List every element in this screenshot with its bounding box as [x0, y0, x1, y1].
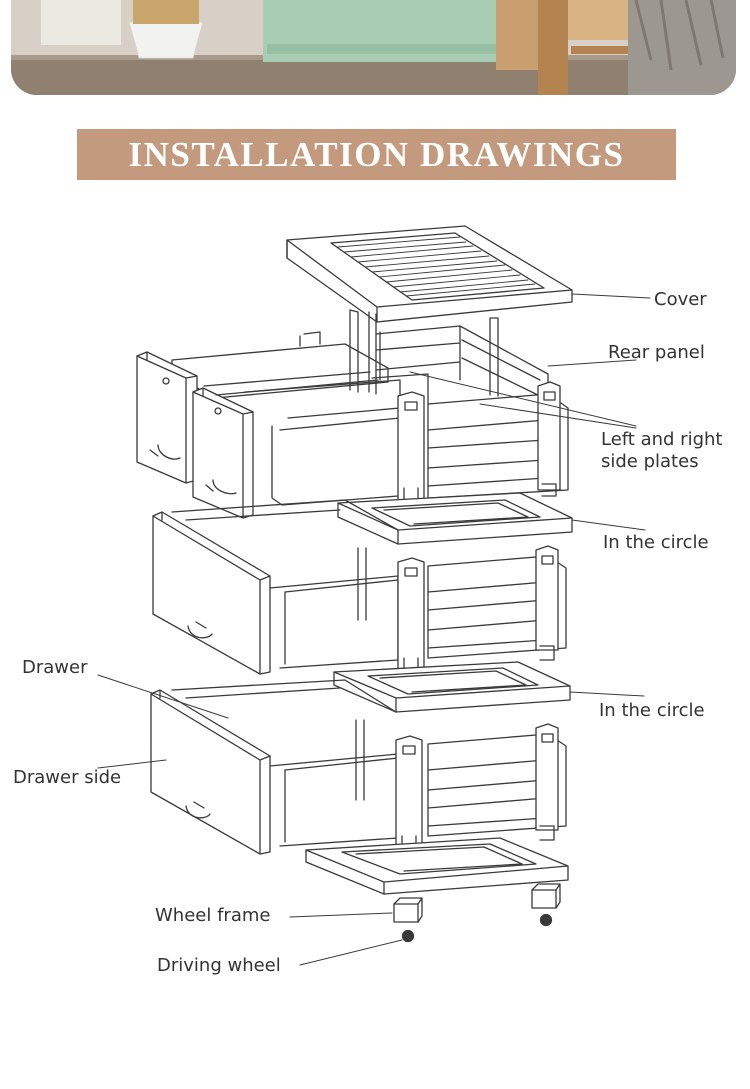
label-drawer: Drawer — [22, 657, 88, 678]
small-drawer-fronts — [136, 351, 379, 519]
rear-panel-part — [375, 325, 549, 397]
label-circle-lower: In the circle — [599, 700, 705, 721]
driving-wheel-part — [401, 913, 553, 943]
label-drawer-side: Drawer side — [13, 767, 122, 788]
cover-part — [286, 225, 573, 323]
page-title: INSTALLATION DRAWINGS — [128, 134, 625, 174]
product-photo-strip — [11, 0, 736, 95]
label-rear-panel: Rear panel — [608, 342, 705, 363]
label-circle-upper: In the circle — [603, 532, 709, 553]
label-cover: Cover — [654, 289, 707, 310]
circle-frame-lower — [333, 661, 571, 713]
label-side-plates: Left and right side plates — [601, 429, 723, 472]
label-driving-wheel: Driving wheel — [157, 955, 281, 976]
label-wheel-frame: Wheel frame — [155, 905, 271, 926]
lower-drawer — [150, 679, 567, 855]
middle-drawer — [152, 499, 567, 675]
wheel-frame-part — [305, 837, 569, 923]
title-banner: INSTALLATION DRAWINGS — [77, 129, 676, 180]
leader-lines — [97, 293, 651, 966]
circle-frame-upper — [337, 492, 573, 545]
